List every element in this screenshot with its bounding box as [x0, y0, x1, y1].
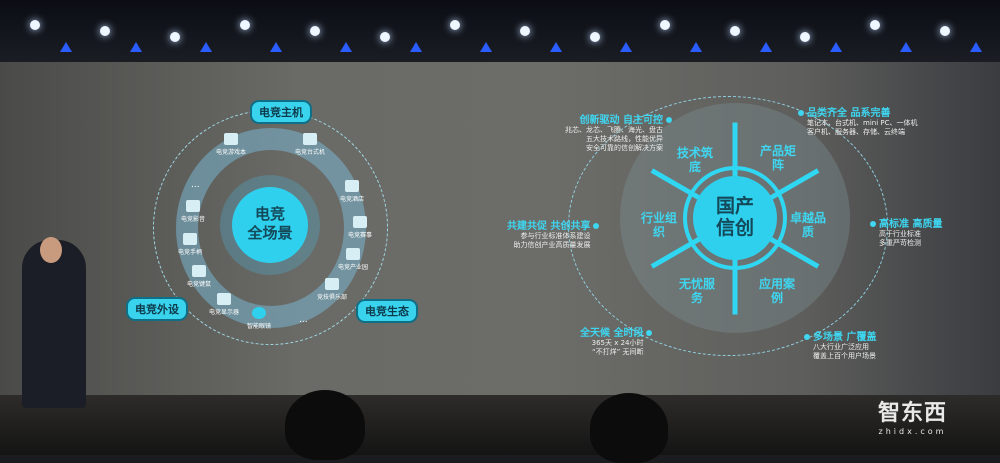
segment-products: 产品矩阵 — [759, 144, 796, 172]
stage-light — [450, 20, 460, 30]
audience-head — [590, 393, 668, 463]
stage-light — [520, 26, 530, 36]
stage-light-blue — [410, 42, 422, 52]
inner-ring — [683, 166, 787, 270]
segment-quality: 卓越品质 — [789, 211, 826, 239]
audience-head — [285, 390, 365, 460]
stage-light-blue — [970, 42, 982, 52]
watermark: 智东西 zhidx.com — [878, 395, 947, 436]
watermark-brand: 智东西 — [878, 401, 948, 426]
cup-icon — [325, 278, 339, 290]
ellipsis-bottom: ... — [299, 315, 308, 325]
item-gaming-desktop: 电竞台式机 — [285, 133, 335, 156]
stage-light-blue — [480, 42, 492, 52]
ceiling-lights — [0, 0, 1000, 70]
tag-peripherals: 电竞外设 — [126, 297, 188, 321]
center-label-2: 信创 — [715, 217, 754, 239]
desktop-icon — [303, 133, 317, 145]
item-monitor: 电竞显示器 — [199, 293, 249, 316]
buildings-icon — [346, 248, 360, 260]
stage-light — [730, 26, 740, 36]
center-label-1: 电竞 — [254, 205, 285, 223]
stage-light-blue — [830, 42, 842, 52]
stage-light — [870, 20, 880, 30]
stage-light-blue — [200, 42, 212, 52]
item-hotel: 电竞酒店 — [327, 180, 377, 203]
stage-light-blue — [60, 42, 72, 52]
glasses-icon — [252, 307, 266, 319]
stage-light-blue — [690, 42, 702, 52]
stage-light-blue — [620, 42, 632, 52]
stage-light — [240, 20, 250, 30]
stage-light — [380, 32, 390, 42]
item-club: 竞技俱乐部 — [307, 278, 357, 301]
item-keyboard-mouse: 电竞键鼠 — [174, 265, 224, 288]
tag-host: 电竞主机 — [250, 100, 312, 124]
segment-service: 无忧服务 — [678, 277, 715, 305]
callout-innovation: 创新驱动 自主可控 兆芯、龙芯、飞腾、海光、盘古 五大技术路线，性能优异 安全可… — [565, 111, 675, 153]
stage-light — [660, 20, 670, 30]
stage-light — [310, 26, 320, 36]
callout-products: 品类齐全 品系完善 笔记本、台式机、mini PC、一体机 客户机、服务器、存储… — [795, 104, 917, 137]
stage-light — [940, 26, 950, 36]
monitor-icon — [217, 293, 231, 305]
presenter-head — [40, 237, 62, 263]
item-smart-glasses: 智能眼镜 — [234, 307, 284, 330]
callout-quality: 高标准 高质量 高于行业标准 多重严苛检测 — [867, 215, 942, 248]
speaker-icon — [186, 200, 200, 212]
item-events: 电竞赛事 — [335, 216, 385, 239]
ellipsis-top: ... — [191, 180, 200, 190]
stage-light-blue — [270, 42, 282, 52]
stage-floor — [0, 395, 1000, 455]
item-industrial-park: 电竞产业园 — [328, 248, 378, 271]
stage-light-blue — [130, 42, 142, 52]
stage-light-blue — [340, 42, 352, 52]
callout-scenarios: 多场景 广覆盖 八大行业广泛应用 覆盖上百个用户场景 — [801, 328, 876, 361]
callout-cooperation: 共建共促 共创共享 参与行业标准体系建设 助力信创产业高质量发展 — [507, 217, 602, 250]
item-gaming-laptop: 电竞游戏本 — [206, 133, 256, 156]
segment-tech: 技术筑底 — [676, 146, 713, 174]
item-gamepad: 电竞手柄 — [165, 233, 215, 256]
stage-light-blue — [900, 42, 912, 52]
callout-dotted-ring — [568, 96, 888, 356]
trophy-icon — [353, 216, 367, 228]
gamepad-icon — [183, 233, 197, 245]
segment-cases: 应用案例 — [758, 277, 795, 305]
tag-ecosystem: 电竞生态 — [356, 299, 418, 323]
callout-service: 全天候 全时段 365天 x 24小时 “不打烊” 无间断 — [580, 324, 655, 357]
stage-light — [30, 20, 40, 30]
presenter — [22, 240, 86, 408]
stage-light-blue — [760, 42, 772, 52]
stage-light — [170, 32, 180, 42]
stage-light — [590, 32, 600, 42]
center-circle-xinchuang: 国产 信创 — [693, 176, 777, 260]
center-label-1: 国产 — [715, 195, 754, 217]
stage-light-blue — [550, 42, 562, 52]
watermark-url: zhidx.com — [878, 427, 947, 436]
stage-light — [800, 32, 810, 42]
segment-industry: 行业组织 — [640, 211, 677, 239]
center-circle: 电竞 全场景 — [232, 187, 308, 263]
keyboard-icon — [192, 265, 206, 277]
building-icon — [345, 180, 359, 192]
laptop-icon — [224, 133, 238, 145]
center-label-2: 全场景 — [247, 224, 293, 242]
stage-light — [100, 26, 110, 36]
item-audio: 电竞影音 — [168, 200, 218, 223]
